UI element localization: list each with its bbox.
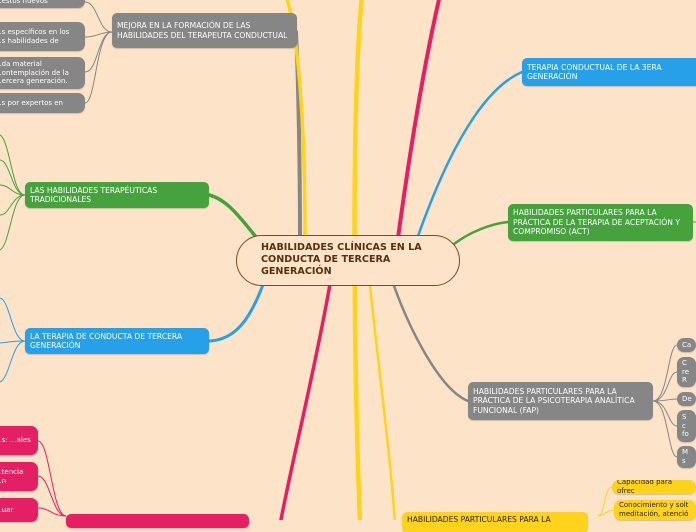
branch-habilidades-tradicionales[interactable]: LAS HABILIDADES TERAPÉUTICAS TRADICIONAL… [25,182,209,208]
central-topic[interactable]: HABILIDADES CLÍNICAS EN LA CONDUCTA DE T… [236,235,460,286]
connector-lines [0,0,696,520]
link-top-pink [396,0,441,240]
link-bottom-pink [279,282,332,520]
yellow-child-1[interactable]: Capacidad para ofrec [612,480,696,494]
fap-child-1[interactable]: Ca [677,338,696,352]
mejora-child-3[interactable]: ...da material ...ontemplación de la ...… [0,57,85,89]
branch-bottom-pink[interactable] [66,514,249,528]
yellow-child-2[interactable]: Conocimiento y solt meditación, atenció [614,500,696,520]
link-terapia-3era [416,70,524,238]
branch-mejora-formacion[interactable]: MEJORA EN LA FORMACIÓN DE LAS HABILIDADE… [112,13,297,48]
pink-child-3[interactable]: ...uar [0,498,38,522]
mejora-child-2[interactable]: ...s específicos en los ...s habilidades… [0,22,85,51]
branch-fap[interactable]: HABILIDADES PARTICULARES PARA LA PRÁCTIC… [468,382,653,420]
pink-child-1[interactable]: ...s: ...ales [0,426,38,455]
fap-child-2[interactable]: C re R [677,357,696,387]
link-bottom-yellow [368,284,396,520]
mejora-child-4[interactable]: ...s por expertos en [0,93,85,113]
branch-act[interactable]: HABILIDADES PARTICULARES PARA LA PRÁCTIC… [508,204,693,241]
branch-tercera-generacion[interactable]: LA TERAPIA DE CONDUCTA DE TERCERA GENERA… [25,328,209,354]
pink-child-2[interactable]: ...tencia ...n [0,462,38,491]
branch-bottom-yellow[interactable]: HABILIDADES PARTICULARES PARA LA [402,512,588,532]
branch-terapia-3era[interactable]: TERAPIA CONDUCTUAL DE LA 3ERA GENERACIÓN [522,58,696,86]
fap-child-3[interactable]: De [677,392,696,406]
fap-child-5[interactable]: M s [677,446,696,468]
link-act [452,220,510,246]
fap-child-4[interactable]: S c fo [677,410,696,442]
link-fap [392,284,470,403]
mejora-child-1[interactable]: ...estos nuevos [0,0,85,8]
link-tercera [207,280,266,343]
